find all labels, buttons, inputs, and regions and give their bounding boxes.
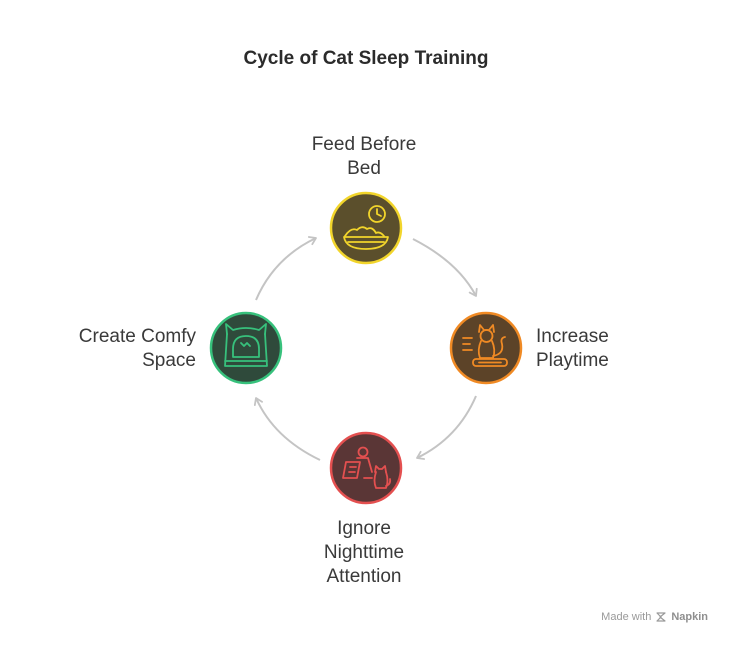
diagram-title: Cycle of Cat Sleep Training [243, 48, 489, 69]
node-feed-before-bed [329, 191, 403, 265]
arrow-comfy-to-feed [255, 236, 317, 301]
node-ignore-nighttime-attention [329, 431, 403, 505]
arrow-feed-to-play [412, 238, 478, 297]
arrow-play-to-ignore [416, 395, 477, 460]
node-create-comfy-space [209, 311, 283, 385]
node-increase-playtime [449, 311, 523, 385]
node-ignore-circle [329, 431, 403, 505]
food-bowl-clock-icon [343, 205, 389, 250]
napkin-logo-icon [656, 612, 666, 622]
cat-on-scratcher-icon [462, 324, 508, 367]
footer-brand: Napkin [671, 611, 708, 623]
node-comfy-circle [209, 311, 283, 385]
node-play-circle [449, 311, 523, 385]
made-with-napkin-footer[interactable]: Made with Napkin [601, 611, 708, 623]
arrow-ignore-to-comfy [253, 397, 321, 461]
person-laptop-cat-icon [342, 446, 392, 489]
cat-bed-icon [224, 323, 268, 367]
footer-prefix: Made with [601, 611, 652, 623]
